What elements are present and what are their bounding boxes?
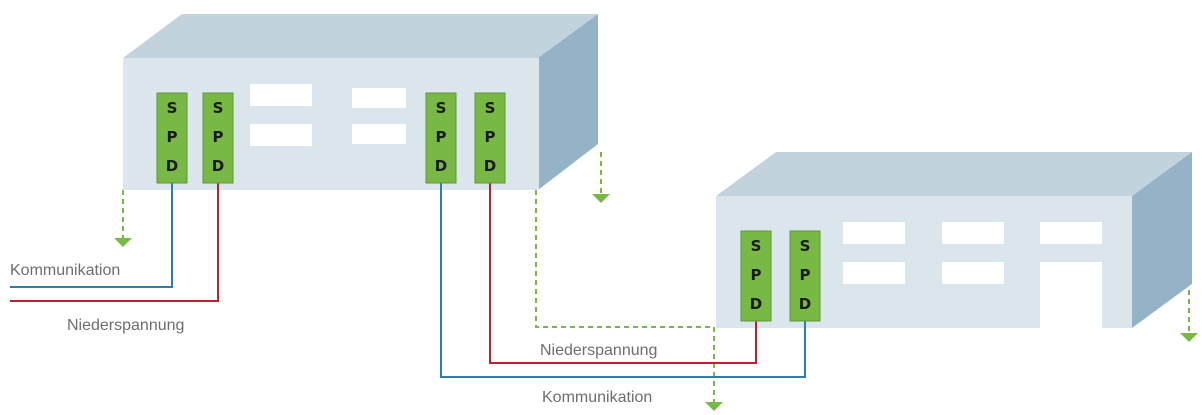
spd-letter: S [167, 99, 178, 117]
spd-letter: P [800, 266, 811, 284]
building-2-top [716, 152, 1192, 196]
spd-letter: S [213, 99, 224, 117]
ground-arrow-icon [114, 238, 132, 247]
spd-letter: D [484, 157, 496, 175]
building-2-window [843, 222, 905, 244]
building-2-side [1132, 152, 1192, 328]
building-1-window [352, 88, 406, 108]
ground-line [535, 190, 715, 402]
spd-letter: D [435, 157, 447, 175]
spd-letter: S [436, 99, 447, 117]
spd-letter: P [213, 128, 224, 146]
spd-letter: S [800, 237, 811, 255]
spd-letter: P [751, 266, 762, 284]
spd-letter: S [485, 99, 496, 117]
building-1 [123, 14, 598, 190]
grounding-lines [114, 152, 1198, 411]
spd-letter: D [212, 157, 224, 175]
ground-arrow-icon [705, 402, 723, 411]
building-2-window [942, 262, 1004, 284]
low-voltage-cable-left [10, 183, 219, 302]
ground-arrow-icon [592, 194, 610, 203]
ground-arrow-icon [1180, 333, 1198, 342]
building-1-window [250, 124, 312, 146]
building-1-window [250, 84, 312, 106]
spd-modules: S P D S P D S P D S P D S P D [156, 92, 821, 322]
building-2-door [1040, 262, 1102, 328]
cable-labels: Kommunikation Niederspannung Niederspann… [10, 262, 657, 406]
building-1-front [123, 58, 539, 190]
spd-module: S P D [789, 230, 821, 322]
spd-module: S P D [740, 230, 772, 322]
building-2-window [942, 222, 1004, 244]
building-2 [716, 152, 1192, 328]
building-2-window [1040, 222, 1102, 244]
low-voltage-cable-between [489, 183, 757, 364]
building-1-window [352, 124, 406, 144]
label-low-voltage-bottom: Niederspannung [540, 342, 657, 359]
spd-letter: P [167, 128, 178, 146]
cables [10, 183, 806, 378]
spd-module: S P D [202, 92, 234, 184]
building-1-side [538, 14, 598, 190]
label-communication-bottom: Kommunikation [542, 389, 652, 406]
spd-module: S P D [425, 92, 457, 184]
spd-letter: P [485, 128, 496, 146]
label-communication-left: Kommunikation [10, 262, 120, 279]
spd-letter: D [166, 157, 178, 175]
spd-letter: P [436, 128, 447, 146]
spd-letter: D [750, 295, 762, 313]
communication-cable-between [440, 183, 806, 378]
communication-cable-left [10, 183, 173, 288]
building-2-window [843, 262, 905, 284]
label-low-voltage-left: Niederspannung [67, 317, 184, 334]
spd-module: S P D [156, 92, 188, 184]
spd-letter: D [799, 295, 811, 313]
spd-letter: S [751, 237, 762, 255]
building-1-top [123, 14, 598, 58]
spd-module: S P D [474, 92, 506, 184]
